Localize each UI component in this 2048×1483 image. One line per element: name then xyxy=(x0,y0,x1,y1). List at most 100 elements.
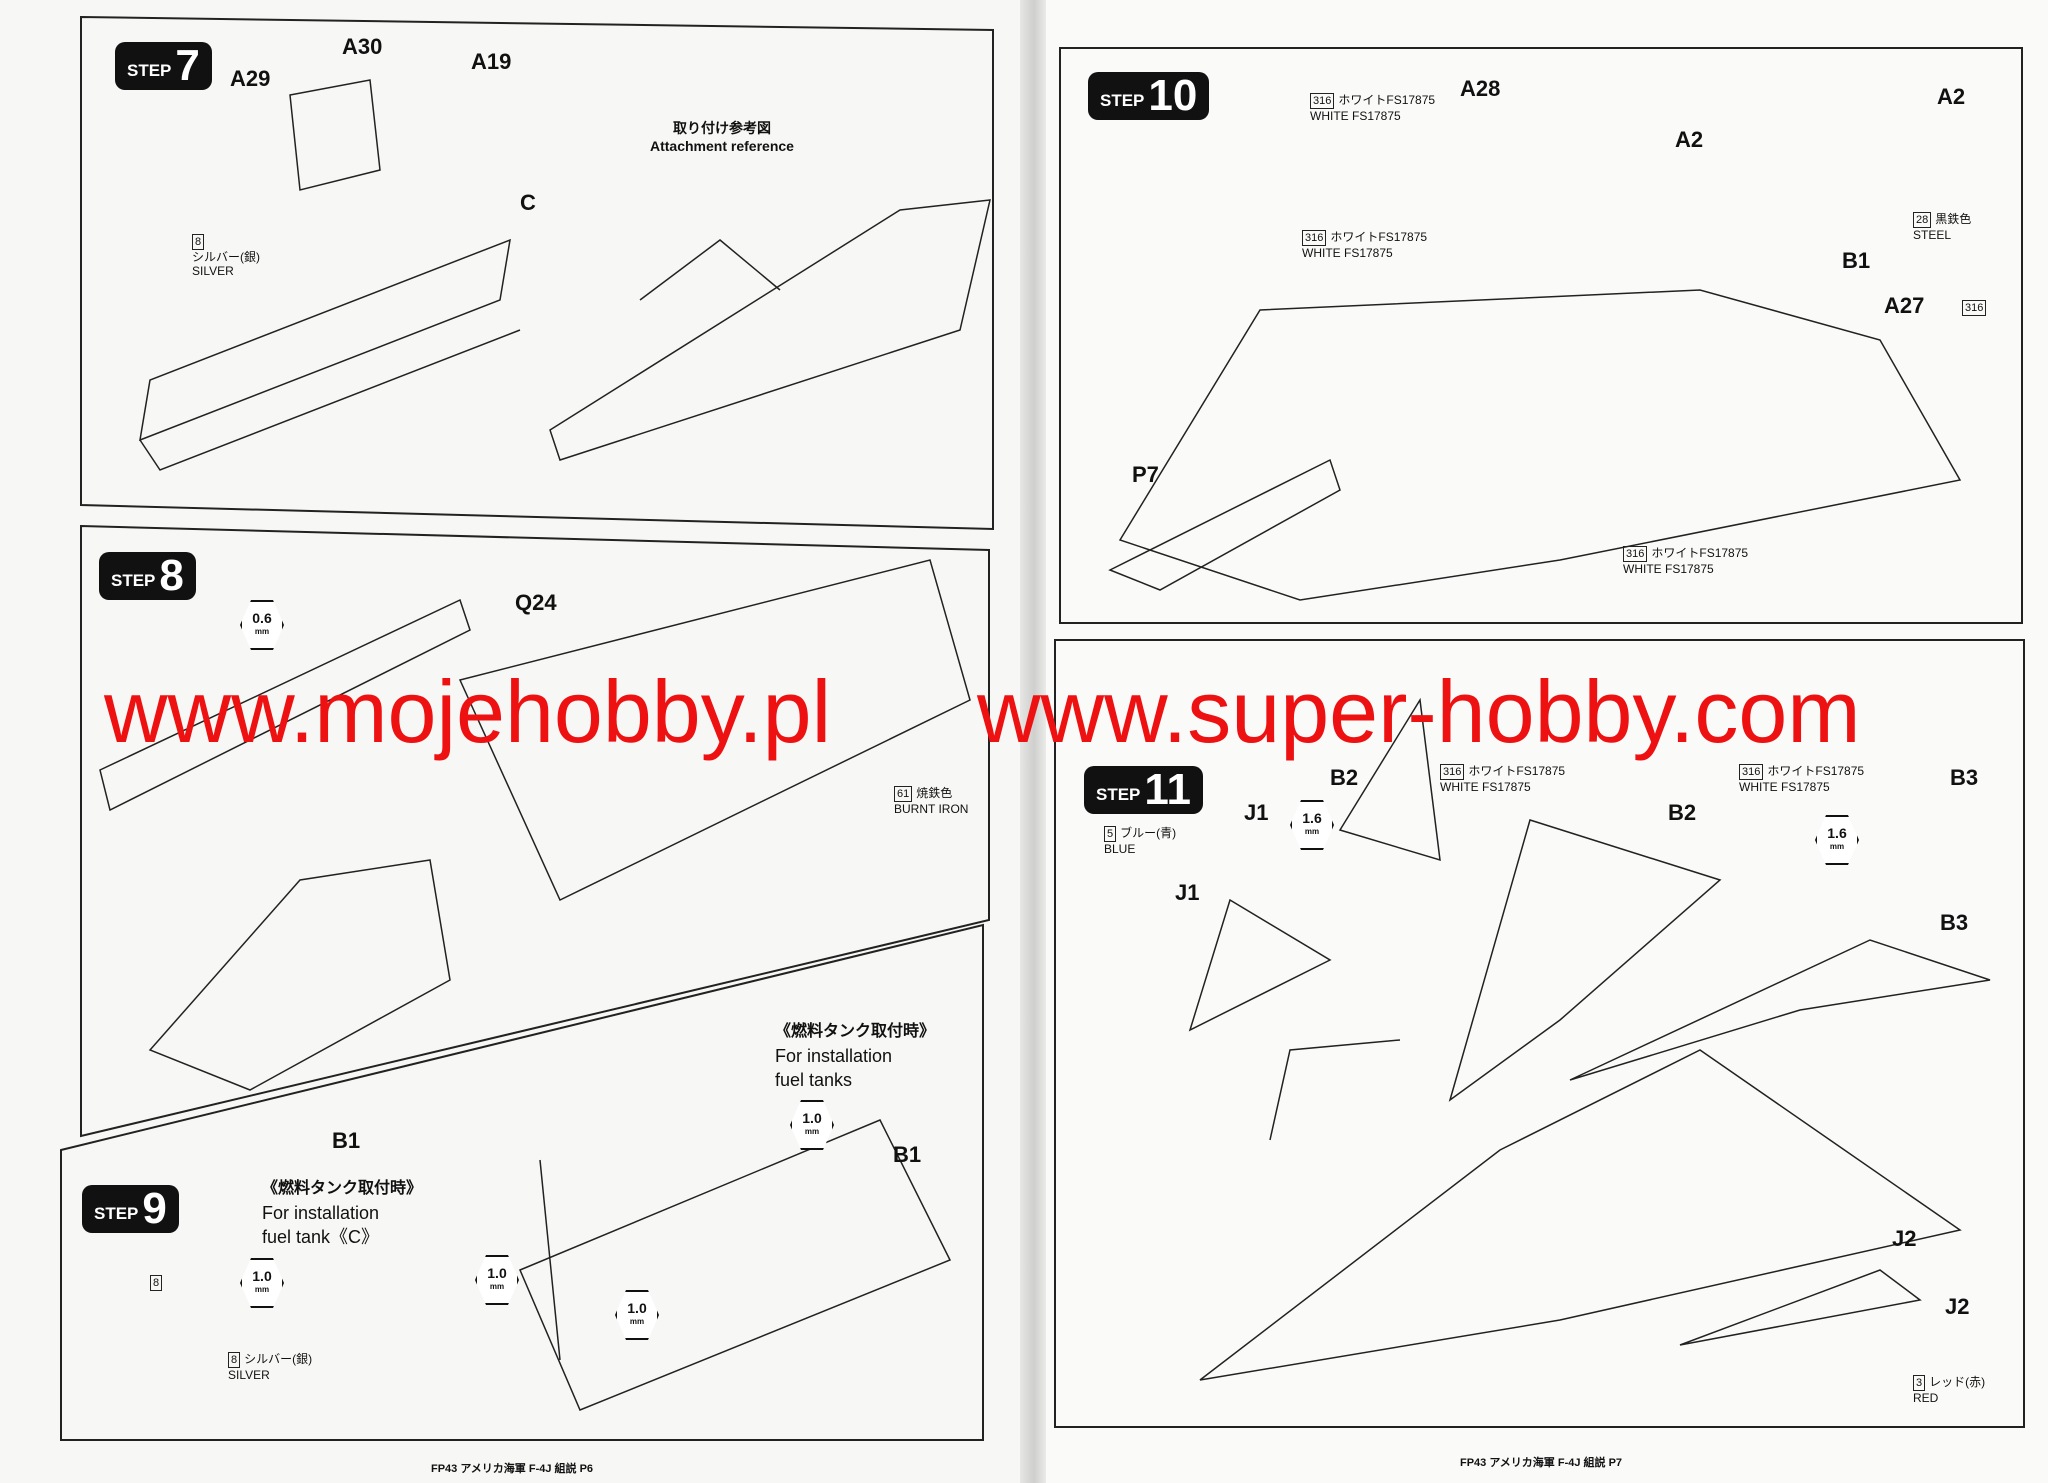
part-a30: A30 xyxy=(342,34,383,59)
part-a27: A27 xyxy=(1884,293,1925,318)
watermark-mojehobby: www.mojehobby.pl xyxy=(104,662,832,761)
paint-code: 61 xyxy=(894,786,913,802)
paint-jp: シルバー(銀) xyxy=(244,1352,313,1366)
step-label: STEP xyxy=(94,1204,139,1223)
attachment-reference: 取り付け参考図 Attachment reference xyxy=(650,118,794,154)
paint-en: STEEL xyxy=(1913,228,1952,242)
paint-jp: ホワイトFS17875 xyxy=(1767,764,1865,778)
reference-jp: 取り付け参考図 xyxy=(672,120,771,136)
paint-code: 316 xyxy=(1302,230,1327,246)
paint-en: WHITE FS17875 xyxy=(1302,246,1393,260)
step-label: STEP xyxy=(127,61,172,80)
left-page xyxy=(0,0,1022,1483)
step8-panel xyxy=(80,524,990,1138)
paint-en: BLUE xyxy=(1104,842,1136,856)
paint-code: 316 xyxy=(1739,764,1764,780)
part-a29: A29 xyxy=(230,66,271,91)
drill-unit: mm xyxy=(254,1285,270,1294)
part-j1: J1 xyxy=(1244,800,1269,825)
fuel-tank-note: 《燃料タンク取付時》 For installation fuel tank《C》 xyxy=(262,1175,422,1249)
step9-panel xyxy=(60,923,984,1441)
part-c: C xyxy=(520,190,536,215)
drill-unit: mm xyxy=(1829,842,1845,851)
part-j1: J1 xyxy=(1175,880,1200,905)
part-a19: A19 xyxy=(471,49,512,74)
drill-size: 0.6 xyxy=(252,610,272,626)
paint-en: BURNT IRON xyxy=(894,802,969,816)
part-q24: Q24 xyxy=(515,590,557,615)
paint-en: RED xyxy=(1913,1391,1939,1405)
watermark-super-hobby: www.super-hobby.com xyxy=(977,662,1861,761)
paint-jp: ブルー(青) xyxy=(1120,826,1177,840)
paint-jp: ホワイトFS17875 xyxy=(1468,764,1566,778)
paint-jp: 焼鉄色 xyxy=(916,786,953,800)
paint-ref: 8 xyxy=(150,1275,166,1291)
step-number: 8 xyxy=(159,551,184,600)
note-en1: For installation xyxy=(262,1203,380,1223)
step11-panel xyxy=(1054,639,2025,1428)
paint-code: 28 xyxy=(1913,212,1932,228)
paint-en: WHITE FS17875 xyxy=(1440,780,1531,794)
part-b3: B3 xyxy=(1950,765,1979,790)
paint-en: SILVER xyxy=(192,264,234,278)
drill-unit: mm xyxy=(254,627,270,636)
page-footer: FP43 アメリカ海軍 F-4J 組説 P6 xyxy=(431,1463,594,1475)
paint-en: WHITE FS17875 xyxy=(1739,780,1830,794)
paint-jp: ホワイトFS17875 xyxy=(1338,93,1436,107)
right-page xyxy=(1046,0,2048,1483)
drill-size: 1.0 xyxy=(627,1300,647,1316)
paint-code: 8 xyxy=(150,1275,163,1291)
part-b1: B1 xyxy=(332,1128,361,1153)
step10-panel xyxy=(1059,47,2023,624)
step-number: 9 xyxy=(142,1184,167,1233)
paint-jp: レッド(赤) xyxy=(1929,1375,1986,1389)
drill-unit: mm xyxy=(489,1282,505,1291)
drill-size: 1.6 xyxy=(1827,825,1847,841)
reference-en: Attachment reference xyxy=(650,138,794,154)
drill-size: 1.0 xyxy=(487,1265,507,1281)
step-number: 11 xyxy=(1144,765,1191,814)
paint-code: 316 xyxy=(1310,93,1335,109)
drill-unit: mm xyxy=(629,1317,645,1326)
paint-jp: ホワイトFS17875 xyxy=(1330,230,1428,244)
note-en2: fuel tanks xyxy=(775,1070,853,1090)
note-en2: fuel tank《C》 xyxy=(262,1227,380,1247)
part-b2: B2 xyxy=(1330,765,1359,790)
paint-code: 316 xyxy=(1440,764,1465,780)
step-number: 10 xyxy=(1148,71,1198,120)
drill-unit: mm xyxy=(804,1127,820,1136)
page-footer: FP43 アメリカ海軍 F-4J 組説 P7 xyxy=(1460,1457,1623,1469)
paint-code: 5 xyxy=(1104,826,1117,842)
note-en1: For installation xyxy=(775,1046,893,1066)
part-a2: A2 xyxy=(1675,127,1704,152)
paint-jp: 黒鉄色 xyxy=(1935,212,1972,226)
step-label: STEP xyxy=(1096,785,1141,804)
part-b3: B3 xyxy=(1940,910,1969,935)
paint-code: 3 xyxy=(1913,1375,1926,1391)
part-b1: B1 xyxy=(893,1142,922,1167)
part-a28: A28 xyxy=(1460,76,1501,101)
note-jp: 《燃料タンク取付時》 xyxy=(262,1180,423,1197)
page-spine xyxy=(1020,0,1048,1483)
part-b2: B2 xyxy=(1668,800,1697,825)
paint-en: SILVER xyxy=(228,1368,270,1382)
drill-size: 1.0 xyxy=(252,1268,272,1284)
paint-jp: シルバー(銀) xyxy=(192,250,260,264)
